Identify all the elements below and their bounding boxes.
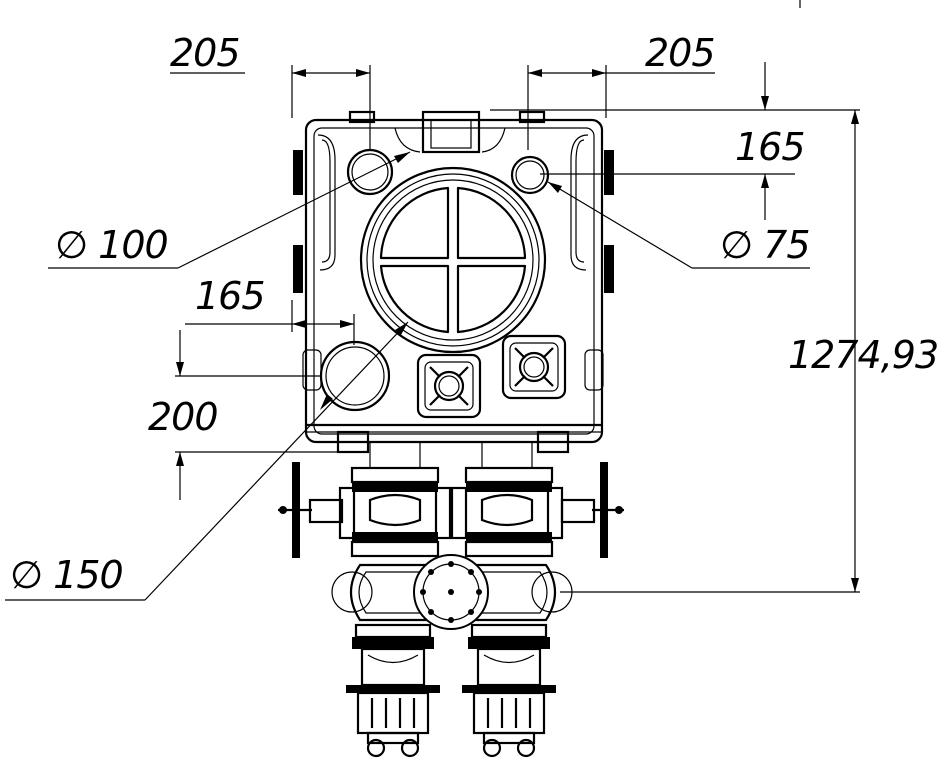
manhole-cover [359, 166, 547, 354]
dim-mid-left-165: 165 [195, 274, 265, 318]
manifold [331, 554, 573, 630]
dimension-lines [5, 0, 860, 601]
dim-overall-height: 1274,93 [788, 333, 938, 377]
dim-diameter-150: ∅ 150 [10, 553, 123, 597]
dim-right-165: 165 [735, 125, 805, 169]
dim-left-200: 200 [148, 395, 218, 439]
pump-right [462, 623, 556, 758]
tank-body [293, 110, 614, 444]
dim-diameter-100: ∅ 100 [55, 223, 168, 267]
square-hatch-left [416, 353, 482, 419]
dim-top-left-205: 205 [170, 31, 240, 75]
bottom-outlets [336, 430, 570, 468]
port-diameter-150 [319, 340, 391, 412]
dim-diameter-75: ∅ 75 [720, 223, 810, 267]
valve-assembly-right [450, 462, 624, 558]
dim-top-right-205: 205 [645, 31, 715, 75]
port-diameter-75 [510, 155, 550, 195]
valve-assembly-left [278, 462, 452, 558]
square-hatch-right [501, 334, 567, 400]
pump-left [346, 623, 440, 758]
